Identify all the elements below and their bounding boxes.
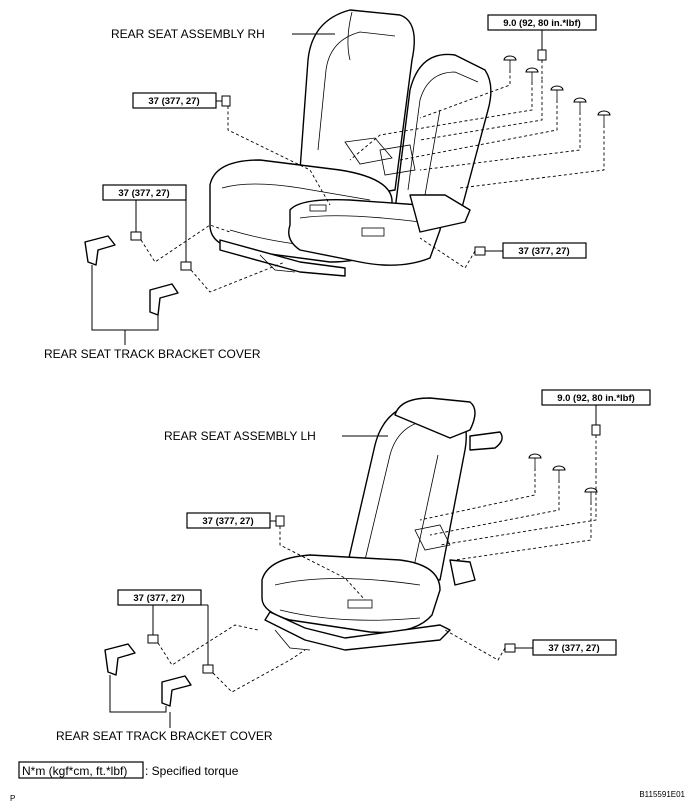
rh-assembly-callout: REAR SEAT ASSEMBLY RH xyxy=(111,27,335,41)
torque-spec-rh-right: 37 (377, 27) xyxy=(419,237,587,269)
bolt-icon xyxy=(275,515,285,527)
bolt-icon xyxy=(202,664,214,674)
svg-text:9.0 (92, 80 in.*lbf): 9.0 (92, 80 in.*lbf) xyxy=(557,393,635,404)
bolt-icon xyxy=(147,634,159,644)
svg-text:37 (377, 27): 37 (377, 27) xyxy=(202,516,253,527)
torque-spec-lh-left: 37 (377, 27) xyxy=(186,512,366,601)
legend-unit-box: N*m (kgf*cm, ft.*lbf) xyxy=(22,764,127,778)
bolt-icon xyxy=(180,261,192,271)
footer-code: P xyxy=(10,794,15,803)
torque-spec-rh-cover: 37 (377, 27) xyxy=(102,184,286,293)
torque-spec-lh-cover: 37 (377, 27) xyxy=(117,589,306,693)
torque-legend: N*m (kgf*cm, ft.*lbf) : Specified torque xyxy=(18,761,239,779)
torque-spec-rh-left: 37 (377, 27) xyxy=(132,92,331,206)
svg-text:37 (377, 27): 37 (377, 27) xyxy=(548,643,599,654)
dashed-guide-lines-rh xyxy=(349,70,605,189)
rear-seat-assembly-lh xyxy=(261,397,503,651)
torque-spec-lh-right: 37 (377, 27) xyxy=(444,629,617,661)
track-bracket-cover-rh xyxy=(84,235,179,345)
bolt-icon-rh-upper xyxy=(503,49,611,125)
assembly-label-rh: REAR SEAT ASSEMBLY RH xyxy=(111,27,265,41)
cover-label-rh: REAR SEAT TRACK BRACKET COVER xyxy=(44,347,261,361)
cover-label-lh: REAR SEAT TRACK BRACKET COVER xyxy=(56,729,273,743)
legend-text: : Specified torque xyxy=(145,764,239,778)
dashed-guide-lines-lh xyxy=(419,468,597,561)
lh-assembly-callout: REAR SEAT ASSEMBLY LH xyxy=(164,429,388,443)
svg-text:37 (377, 27): 37 (377, 27) xyxy=(118,188,169,199)
torque-spec-rh-top: 9.0 (92, 80 in.*lbf) xyxy=(487,14,597,50)
svg-text:37 (377, 27): 37 (377, 27) xyxy=(133,593,184,604)
assembly-label-lh: REAR SEAT ASSEMBLY LH xyxy=(164,429,316,443)
track-bracket-cover-lh xyxy=(104,643,192,728)
rear-seat-assembly-rh xyxy=(209,9,492,277)
bolt-icon xyxy=(221,95,231,107)
bolt-icon xyxy=(130,231,142,241)
svg-text:37 (377, 27): 37 (377, 27) xyxy=(148,96,199,107)
bolt-icon xyxy=(474,246,486,256)
figure-id: B115591E01 xyxy=(639,790,685,799)
torque-label: 9.0 (92, 80 in.*lbf) xyxy=(503,18,581,29)
torque-spec-lh-top: 9.0 (92, 80 in.*lbf) xyxy=(541,389,651,425)
svg-text:37 (377, 27): 37 (377, 27) xyxy=(518,246,569,257)
bolt-icon-lh-upper xyxy=(528,424,601,502)
bolt-icon xyxy=(504,643,516,653)
